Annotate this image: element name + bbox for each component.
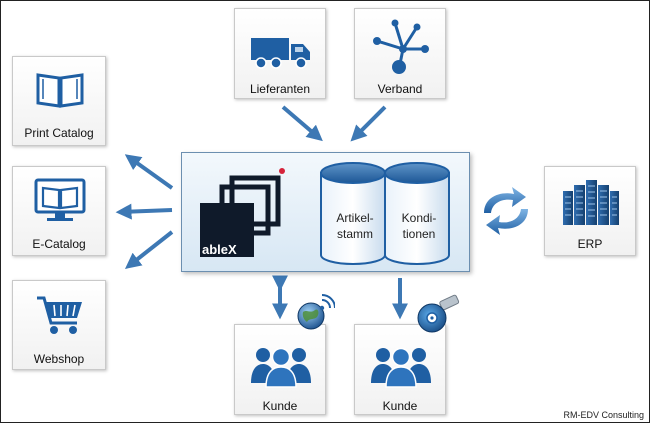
open-book-icon (36, 73, 84, 108)
print-catalog-box: Print Catalog (12, 56, 106, 146)
disc-usb-icon (417, 294, 460, 333)
db-artikelstamm-line2: stamm (337, 227, 373, 241)
arrow-center-to-webshop (124, 230, 174, 269)
ablex-logo-text: ableX (202, 242, 237, 257)
arrow-lieferanten-to-center (281, 105, 323, 142)
db-cylinder-konditionen (384, 162, 450, 265)
people-group-icon (251, 347, 311, 388)
globe-wireless-icon (297, 294, 335, 330)
arrow-center-to-e-catalog (115, 203, 173, 220)
monitor-book-icon (34, 178, 86, 221)
lieferanten-box: Lieferanten (234, 8, 326, 99)
server-rack-icon (563, 180, 619, 225)
db-artikelstamm-line1: Artikel- (336, 211, 374, 225)
kunde-left-label: Kunde (262, 399, 298, 413)
credit-text: RM-EDV Consulting (563, 410, 644, 420)
truck-icon (251, 38, 310, 69)
arrow-verband-to-center (350, 105, 387, 142)
erp-label: ERP (577, 237, 603, 251)
verband-box: Verband (354, 8, 446, 99)
erp-box: ERP (544, 166, 636, 256)
ablex-logo (200, 168, 285, 257)
e-catalog-label: E-Catalog (32, 237, 86, 251)
db-konditionen-label: Kondi- tionen (387, 210, 451, 242)
print-catalog-label: Print Catalog (24, 126, 94, 140)
sync-arrows-icon (484, 187, 528, 235)
kunde-left-box: Kunde (234, 324, 326, 415)
db-artikelstamm-label: Artikel- stamm (323, 210, 387, 242)
e-catalog-box: E-Catalog (12, 166, 106, 256)
db-konditionen-line1: Kondi- (401, 211, 437, 225)
database-cylinders (320, 162, 450, 265)
people-group-icon (371, 347, 431, 388)
webshop-box: Webshop (12, 280, 106, 370)
shopping-cart-icon (37, 296, 82, 334)
lieferanten-label: Lieferanten (249, 82, 311, 96)
arrow-center-to-print-catalog (124, 154, 174, 190)
db-konditionen-line2: tionen (402, 227, 436, 241)
verband-label: Verband (377, 82, 423, 96)
kunde-right-label: Kunde (382, 399, 418, 413)
ablex-system-box: ableX Artikel- stamm Kondi- tionen (181, 152, 470, 272)
webshop-label: Webshop (33, 352, 85, 366)
network-icon (373, 19, 429, 74)
db-cylinder-artikelstamm (320, 162, 386, 265)
kunde-right-box: Kunde (354, 324, 446, 415)
